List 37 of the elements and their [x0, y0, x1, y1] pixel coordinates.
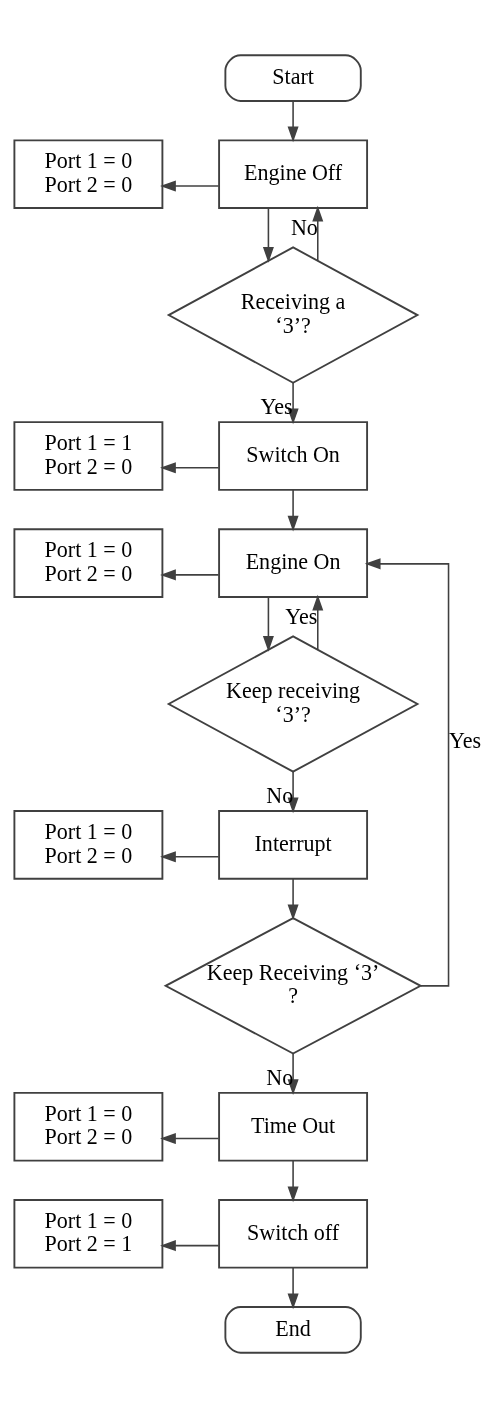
node-box: Switch off — [218, 1198, 369, 1269]
arrow — [364, 557, 450, 987]
arrow — [160, 461, 220, 473]
node-box: Port 1 = 0 Port 2 = 0 — [13, 138, 164, 209]
node-box: Port 1 = 0 Port 2 = 0 — [13, 527, 164, 598]
arrow — [287, 1159, 299, 1202]
arrow — [312, 594, 324, 650]
edge-label: Yes — [285, 603, 318, 629]
node-box: Engine Off — [218, 138, 369, 209]
arrow — [262, 207, 274, 263]
node-box: Port 1 = 0 Port 2 = 1 — [13, 1198, 164, 1269]
arrow — [160, 568, 220, 580]
node-box: Start — [224, 53, 362, 102]
node-box: Interrupt — [218, 809, 369, 880]
node-box: Port 1 = 0 Port 2 = 0 — [13, 809, 164, 880]
edge-label: No — [266, 782, 294, 808]
node-box: Switch On — [218, 420, 369, 491]
edge-label: Yes — [260, 393, 293, 419]
node-box: End — [224, 1305, 362, 1354]
arrow — [160, 850, 220, 862]
node-box: Port 1 = 1 Port 2 = 0 — [13, 420, 164, 491]
node-box: Port 1 = 0 Port 2 = 0 — [13, 1091, 164, 1162]
node-diamond: Keep Receiving ‘3’ ? — [163, 916, 423, 1055]
edge-label: No — [266, 1064, 294, 1090]
arrow — [312, 205, 324, 261]
arrow — [287, 1266, 299, 1309]
arrow — [262, 595, 274, 652]
arrow — [287, 877, 299, 920]
edge-label: Yes — [449, 727, 482, 753]
edge-label: No — [290, 214, 318, 240]
arrow — [160, 179, 220, 191]
arrow — [287, 488, 299, 531]
arrow — [287, 100, 299, 142]
arrow — [160, 1239, 220, 1251]
arrow — [160, 1132, 220, 1144]
node-box: Time Out — [218, 1091, 369, 1162]
node-box: Engine On — [218, 527, 369, 598]
